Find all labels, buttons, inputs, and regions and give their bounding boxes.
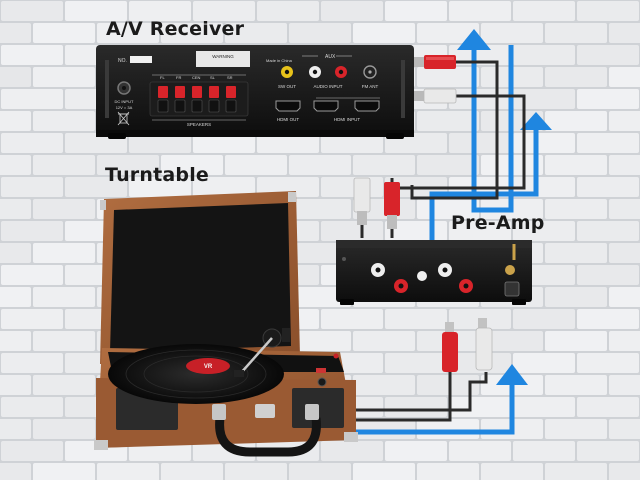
center-lock bbox=[255, 404, 275, 418]
preamp-title: Pre-Amp bbox=[451, 212, 545, 234]
arrow-preamp-head-icon bbox=[520, 112, 552, 130]
cable-turntable-to-preamp bbox=[342, 372, 488, 422]
model-number-label: NO. bbox=[118, 58, 127, 64]
ground-terminal bbox=[417, 271, 427, 281]
channel-cen: CEN bbox=[192, 75, 201, 80]
receiver-rca-jacks: SW OUT AUDIO INPUT FM ANT bbox=[278, 65, 379, 89]
hdmi-out-label: HDMI OUT bbox=[277, 117, 299, 122]
latch-right bbox=[305, 404, 319, 420]
made-in-label: Made in China bbox=[266, 58, 293, 63]
weee-bin-icon bbox=[117, 111, 130, 126]
hdmi-in-2-port bbox=[354, 100, 380, 112]
white-plug-turntable bbox=[475, 327, 493, 371]
channel-fl: FL bbox=[160, 75, 165, 80]
white-plug-preamp bbox=[353, 177, 371, 213]
turntable-title: Turntable bbox=[105, 164, 209, 186]
fm-ant-label: FM ANT bbox=[362, 84, 379, 89]
turntable: VR bbox=[94, 191, 358, 457]
audio-input-label: AUDIO INPUT bbox=[313, 84, 342, 89]
av-receiver: NO. WARNING Made in China AUX DC INPUT 1… bbox=[96, 45, 414, 139]
aux-label: AUX bbox=[325, 54, 336, 60]
channel-fr: FR bbox=[176, 75, 181, 80]
arrow-receiver-head-icon bbox=[457, 29, 491, 50]
warning-label: WARNING bbox=[212, 54, 234, 59]
preamp-input-plugs bbox=[353, 177, 400, 229]
hdmi-in-1-port bbox=[313, 100, 339, 112]
dc-input-label: DC INPUT bbox=[115, 99, 134, 104]
warning-sticker bbox=[196, 51, 250, 67]
receiver-rca-plugs bbox=[414, 55, 457, 104]
white-plug-receiver bbox=[423, 88, 457, 104]
speakers-label: SPEAKERS bbox=[187, 122, 211, 127]
arrow-turntable-head-icon bbox=[496, 364, 528, 385]
hdmi-out-port bbox=[275, 100, 301, 112]
speaker-terminals: FL FR CEN SL SR SPEAKERS bbox=[149, 74, 249, 127]
preamp-dc-jack bbox=[505, 265, 515, 275]
latch-left bbox=[212, 404, 226, 420]
channel-sl: SL bbox=[210, 75, 216, 80]
arrow-receiver-icon bbox=[471, 45, 514, 213]
turntable-rca-plugs bbox=[442, 318, 493, 372]
hdmi-ports bbox=[275, 100, 380, 112]
record-label-text: VR bbox=[204, 364, 213, 370]
channel-sr: SR bbox=[227, 75, 233, 80]
red-plug-preamp bbox=[384, 182, 400, 216]
receiver-title: A/V Receiver bbox=[106, 18, 245, 40]
vinyl-record bbox=[108, 344, 284, 404]
dc-rating-label: 12V = 3A bbox=[116, 105, 133, 110]
arrow-preamp-icon bbox=[429, 125, 539, 240]
red-plug-turntable bbox=[442, 332, 458, 372]
model-sticker bbox=[130, 56, 152, 63]
sw-out-label: SW OUT bbox=[278, 84, 296, 89]
arrow-turntable-icon bbox=[336, 382, 515, 435]
pre-amp bbox=[336, 240, 532, 305]
record-label bbox=[186, 358, 230, 374]
hdmi-input-label: HDMI INPUT bbox=[334, 117, 360, 122]
